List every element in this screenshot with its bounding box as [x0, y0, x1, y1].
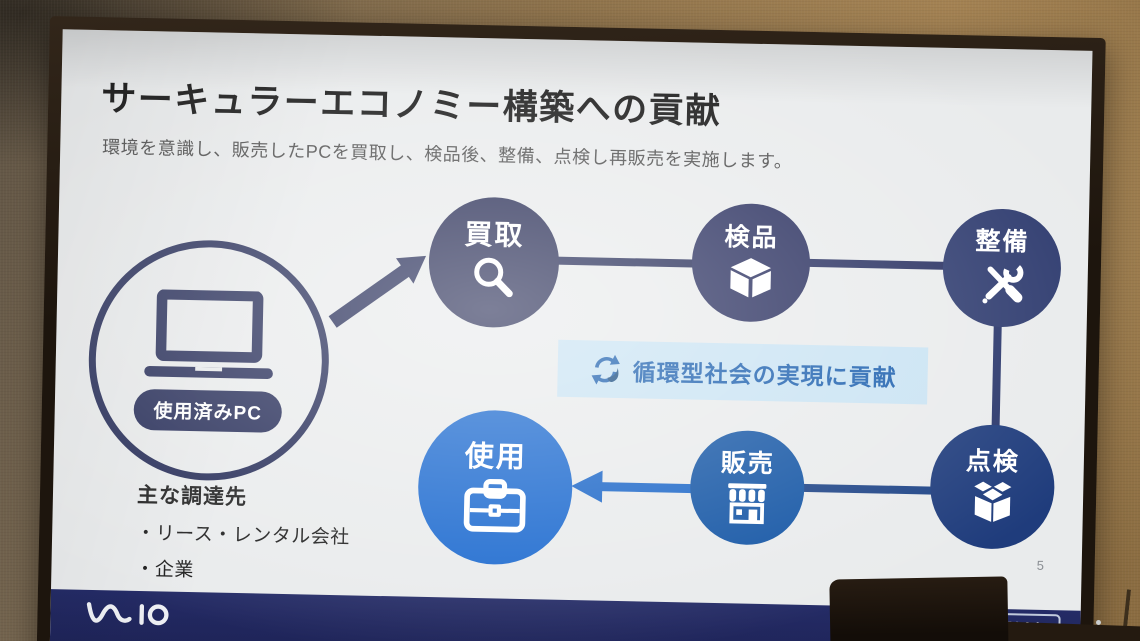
recycle-leaf-icon [591, 354, 620, 385]
vaio-logo [86, 602, 169, 626]
flow-node-check: 点検 [929, 423, 1056, 551]
foreground-laptop-lid [829, 576, 1009, 641]
page-number: 5 [1036, 557, 1045, 573]
flow-node-use: 使用 [416, 408, 574, 567]
pc-to-buyback-arrow [328, 255, 427, 328]
flow-node-inspection: 検品 [690, 202, 812, 323]
flow-connectors [328, 255, 1002, 503]
magnifier-icon [474, 257, 513, 298]
power-led [1096, 620, 1101, 625]
slide-footer-bar: CONFIDENTIAL [49, 589, 1081, 641]
used-pc-circle: 使用済みPC [86, 237, 332, 483]
procurement-heading: 主な調達先 [136, 483, 248, 510]
box-icon [730, 258, 772, 298]
flow-node-maintenance: 整備 [941, 207, 1063, 329]
banner-text: 循環型社会の実現に貢献 [632, 358, 897, 391]
node-label: 使用 [464, 440, 528, 474]
node-label: 販売 [720, 448, 776, 478]
tools-icon [982, 262, 1024, 303]
laptop-icon [144, 288, 273, 379]
open-box-icon [973, 481, 1011, 522]
node-label: 点検 [965, 447, 1021, 477]
node-label: 買取 [464, 218, 525, 251]
used-pc-label: 使用済みPC [133, 388, 283, 433]
node-label: 検品 [724, 223, 779, 253]
sale-to-use-arrow [571, 470, 694, 503]
node-label: 整備 [975, 226, 1030, 257]
circular-society-banner: 循環型社会の実現に貢献 [557, 339, 929, 405]
flow-node-buyback: 買取 [427, 196, 561, 329]
procurement-item: ・企業 [135, 558, 195, 582]
briefcase-icon [463, 478, 526, 532]
procurement-item: ・リース・レンタル会社 [135, 522, 350, 549]
store-icon [728, 482, 767, 524]
display-monitor: サーキュラーエコノミー構築への貢献 環境を意識し、販売したPCを買取し、検品後、… [35, 16, 1106, 641]
flow-node-sale: 販売 [689, 429, 806, 546]
procurement-sources: 主な調達先 ・リース・レンタル会社 ・企業 [135, 479, 351, 585]
slide-screen: サーキュラーエコノミー構築への貢献 環境を意識し、販売したPCを買取し、検品後、… [49, 29, 1093, 641]
